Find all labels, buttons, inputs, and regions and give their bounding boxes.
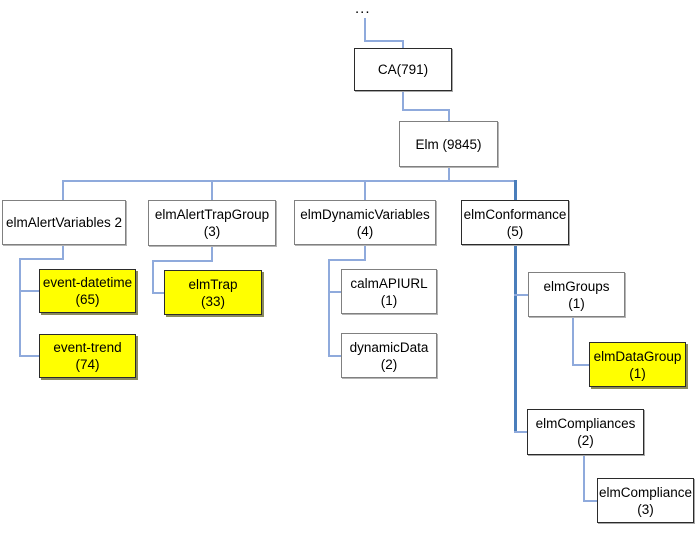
- node-elm-trap[interactable]: elmTrap (33): [164, 270, 262, 315]
- node-event-datetime-line2: (65): [75, 292, 100, 307]
- node-event-trend-line2: (74): [75, 357, 100, 372]
- node-elm-groups[interactable]: elmGroups (1): [528, 272, 625, 317]
- node-elm-compliances-line2: (2): [577, 433, 594, 448]
- connector-bus-to-elmconformance: [514, 180, 517, 201]
- connector-elmgroups-to-elmdatagroup: [572, 364, 591, 366]
- connector-elm-to-bus-vertical: [448, 166, 450, 182]
- node-elm-conformance-line1: elmConformance: [463, 206, 567, 222]
- connector-elmdynamicvariables-to-dynamicdata: [328, 355, 343, 357]
- connector-elmconformance-to-elmgroups: [514, 294, 530, 296]
- node-event-datetime[interactable]: event-datetime (65): [39, 269, 136, 313]
- node-elm[interactable]: Elm (9845): [399, 121, 498, 167]
- connector-elmconformance-to-elmcompliances: [514, 431, 530, 433]
- node-dynamic-data-line2: (2): [380, 356, 398, 372]
- node-event-trend[interactable]: event-trend (74): [39, 334, 136, 378]
- node-dynamic-data[interactable]: dynamicData (2): [341, 333, 437, 378]
- node-elm-trap-line1: elmTrap: [188, 276, 238, 292]
- connector-elmcompliances-trunk: [583, 454, 585, 502]
- connector-elmdynamicvariables-trunk: [328, 259, 330, 357]
- connector-elmcompliances-to-elmcompliance: [583, 500, 599, 502]
- node-dynamic-data-line1: dynamicData: [349, 339, 429, 355]
- node-elm-dynamic-variables[interactable]: elmDynamicVariables (4): [294, 200, 436, 245]
- node-elm-dynamic-variables-line2: (4): [356, 223, 374, 239]
- node-elm-conformance-line2: (5): [506, 223, 524, 239]
- node-elm-data-group[interactable]: elmDataGroup (1): [589, 342, 686, 387]
- node-event-datetime-line1: event-datetime: [42, 275, 133, 290]
- connector-elmdynamicvariables-elbow: [328, 259, 366, 261]
- node-event-trend-line1: event-trend: [53, 340, 122, 355]
- node-elm-data-group-line2: (1): [629, 365, 646, 381]
- node-elm-compliance-line1: elmCompliance: [598, 484, 693, 500]
- connector-elmconformance-trunk: [514, 245, 517, 433]
- node-elm-alert-trap-group-line2: (3): [203, 224, 221, 239]
- connector-elmalerttrapgroup-trunk: [152, 260, 154, 294]
- connector-parent-to-ca-horizontal: [364, 40, 404, 42]
- connector-parent-to-ca-vertical: [364, 18, 366, 41]
- connector-elmalerttrapgroup-elbow: [152, 260, 213, 262]
- node-elm-trap-line2: (33): [200, 293, 225, 309]
- connector-ca-to-elm-horizontal: [402, 109, 450, 111]
- node-elm-data-group-line1: elmDataGroup: [593, 348, 682, 364]
- node-elm-compliances[interactable]: elmCompliances (2): [527, 409, 644, 455]
- node-elm-alert-variables[interactable]: elmAlertVariables 2: [2, 200, 126, 245]
- node-elm-groups-line2: (1): [568, 295, 585, 311]
- parent-ellipsis: ...: [355, 0, 371, 17]
- connector-elmdynamicvariables-to-calmapiurl: [328, 291, 343, 293]
- node-calm-api-url[interactable]: calmAPIURL (1): [341, 269, 437, 314]
- node-elm-compliance[interactable]: elmCompliance (3): [597, 478, 694, 523]
- node-calm-api-url-line1: calmAPIURL: [350, 275, 428, 291]
- connector-main-bus: [62, 180, 514, 182]
- connector-elmgroups-trunk: [572, 317, 574, 366]
- node-ca-line1: CA(791): [377, 62, 429, 77]
- connector-bus-to-elmalertvariables: [62, 180, 64, 201]
- connector-elmalertvariables-stem: [62, 244, 64, 259]
- node-elm-compliance-line2: (3): [637, 501, 654, 517]
- node-ca[interactable]: CA(791): [354, 48, 452, 91]
- connector-bus-to-elmalerttrapgroup: [211, 180, 213, 201]
- node-elm-alert-trap-group-line1: elmAlertTrapGroup: [154, 207, 270, 222]
- connector-elmdynamicvariables-stem: [364, 245, 366, 260]
- node-elm-conformance[interactable]: elmConformance (5): [461, 200, 569, 245]
- node-elm-alert-trap-group[interactable]: elmAlertTrapGroup (3): [148, 200, 276, 246]
- node-elm-compliances-line1: elmCompliances: [535, 416, 636, 431]
- connector-elmalerttrapgroup-stem: [211, 246, 213, 261]
- node-calm-api-url-line2: (1): [380, 292, 398, 308]
- connector-parent-to-ca-drop: [402, 40, 404, 50]
- node-elm-dynamic-variables-line1: elmDynamicVariables: [300, 206, 430, 222]
- connector-elmalerttrapgroup-to-elmtrap: [152, 292, 166, 294]
- connector-elmalertvariables-to-eventtrend: [19, 355, 40, 357]
- connector-elmalertvariables-trunk: [19, 258, 21, 357]
- connector-bus-to-elmdynamicvariables: [364, 180, 366, 201]
- node-elm-groups-line1: elmGroups: [543, 278, 610, 294]
- connector-ca-to-elm-vertical: [402, 89, 404, 110]
- connector-ca-to-elm-drop: [448, 109, 450, 123]
- connector-elmalertvariables-to-eventdatetime: [19, 290, 40, 292]
- node-elm-alert-variables-line1: elmAlertVariables 2: [5, 215, 123, 230]
- node-elm-line1: Elm (9845): [415, 136, 482, 152]
- connector-elmalertvariables-elbow: [19, 258, 64, 260]
